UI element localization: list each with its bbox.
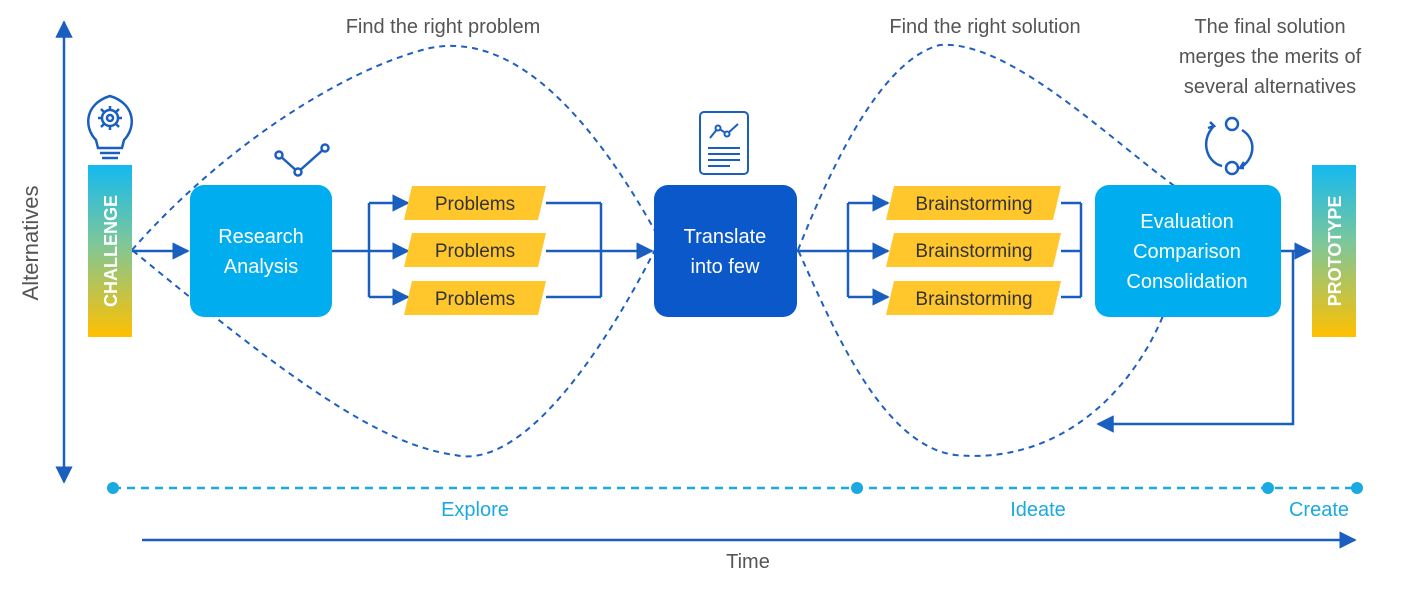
phase-dot-start — [107, 482, 119, 494]
problem-label-2: Problems — [435, 241, 515, 262]
ideate-dashed-loop — [796, 43, 1184, 457]
problem-box-2[interactable] — [404, 233, 546, 267]
feedback-loop-arrow — [1096, 251, 1295, 433]
evaluation-box[interactable] — [1095, 185, 1281, 317]
evaluation-line3: Consolidation — [1126, 271, 1247, 293]
prototype-label: PROTOTYPE — [1325, 196, 1345, 307]
heading-final-1: The final solution — [1194, 16, 1345, 38]
problem-label-1: Problems — [435, 194, 515, 215]
evaluation-line1: Evaluation — [1140, 211, 1233, 233]
prototype-bar — [1312, 165, 1356, 337]
brainstorm-box-2[interactable] — [886, 233, 1061, 267]
challenge-bar — [88, 165, 132, 337]
problem-label-3: Problems — [435, 289, 515, 310]
translate-box[interactable] — [654, 185, 797, 317]
heading-find-solution: Find the right solution — [889, 16, 1080, 38]
translate-line2: into few — [691, 256, 760, 278]
problem-box-3[interactable] — [404, 281, 546, 315]
problem-box-1[interactable] — [404, 186, 546, 220]
brainstorm-label-3: Brainstorming — [915, 289, 1032, 310]
phase-dot-ideate — [851, 482, 863, 494]
time-axis-label: Time — [726, 551, 770, 573]
phase-dot-create — [1262, 482, 1274, 494]
heading-final-2: merges the merits of — [1179, 46, 1362, 68]
report-document-icon — [699, 111, 749, 175]
evaluation-line2: Comparison — [1133, 241, 1241, 263]
brainstorm-box-3[interactable] — [886, 281, 1061, 315]
translate-line1: Translate — [684, 226, 767, 248]
brainstorm-label-1: Brainstorming — [915, 194, 1032, 215]
lightbulb-gear-icon — [87, 94, 133, 160]
phase-ideate: Ideate — [1010, 499, 1066, 521]
heading-final-3: several alternatives — [1184, 76, 1356, 98]
line-chart-icon — [274, 143, 330, 177]
research-line1: Research — [218, 226, 304, 248]
challenge-label: CHALLENGE — [101, 195, 121, 307]
cycle-arrows-icon — [1204, 116, 1254, 176]
vertical-axis-label: Alternatives — [18, 186, 43, 301]
brainstorm-label-2: Brainstorming — [915, 241, 1032, 262]
phase-create: Create — [1289, 499, 1349, 521]
research-analysis-box[interactable] — [190, 185, 332, 317]
phase-explore: Explore — [441, 499, 509, 521]
heading-find-problem: Find the right problem — [346, 16, 541, 38]
phase-dot-end — [1351, 482, 1363, 494]
research-line2: Analysis — [224, 256, 298, 278]
brainstorm-box-1[interactable] — [886, 186, 1061, 220]
